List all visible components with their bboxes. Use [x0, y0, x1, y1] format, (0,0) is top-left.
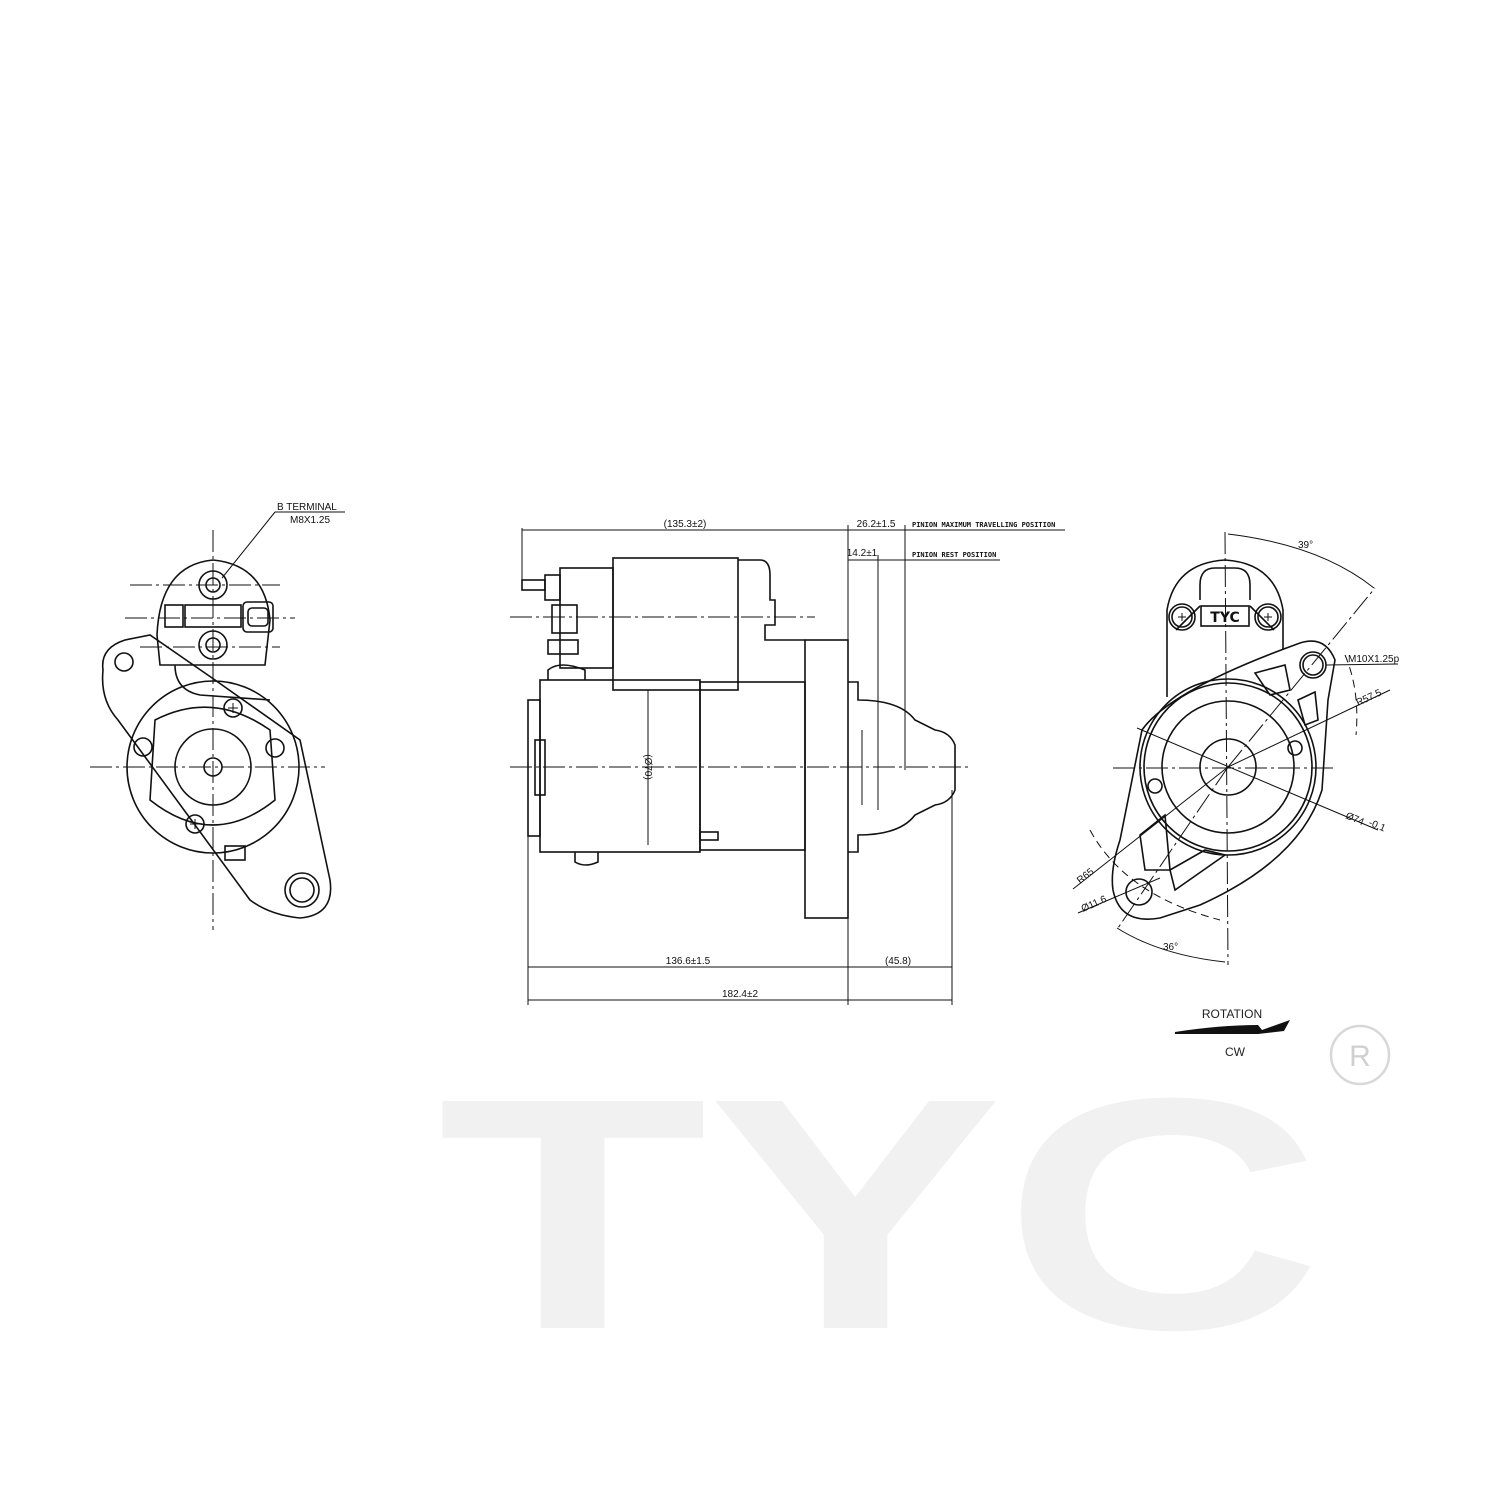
tyc-watermark: TYC R [438, 1024, 1391, 1398]
hole-diameter-label: Ø11.6 [1080, 894, 1109, 915]
m8-thread-label: M8X1.25 [290, 515, 330, 526]
pinion-rest-label: PINION REST POSITION [912, 551, 996, 559]
pilot-diameter-label: Ø74 [1344, 811, 1366, 829]
angle-bottom-label: 36° [1163, 942, 1178, 953]
rotation-indicator: ROTATION CW [1175, 1007, 1290, 1059]
dim-overall-length: 182.4±2 [722, 989, 759, 1000]
body-diameter-dim: (Ø70) [642, 754, 653, 780]
dim-nose-length: (45.8) [885, 956, 911, 967]
dim-pinion-max: 26.2±1.5 [857, 519, 896, 530]
dim-body-length: 136.6±1.5 [666, 956, 711, 967]
watermark-brand: TYC [438, 1029, 1323, 1398]
front-view: TYC 39° M10X1.25p R57.5 Ø74 -0 [1072, 531, 1400, 966]
dim-top-overall: (135.3±2) [664, 519, 707, 530]
rotation-label: ROTATION [1202, 1007, 1262, 1021]
radius-bolt-label: R57.5 [1355, 687, 1384, 708]
pinion-max-label: PINION MAXIMUM TRAVELLING POSITION [912, 521, 1055, 529]
side-view: (Ø70) (135.3±2) 26.2±1.5 PINION MAXIMUM … [510, 519, 1065, 1005]
b-terminal-label: B TERMINAL [277, 502, 337, 513]
rotation-arrow-icon [1175, 1020, 1290, 1034]
registered-letter: R [1349, 1040, 1371, 1073]
nameplate-logo: TYC [1210, 610, 1239, 626]
dim-pinion-rest: 14.2±1 [847, 548, 878, 559]
pilot-tolerance-label: -0.1 [1367, 818, 1388, 835]
rear-view: B TERMINAL M8X1.25 [90, 502, 345, 930]
bolt-thread-label: M10X1.25p [1348, 654, 1400, 665]
angle-top-label: 39° [1298, 540, 1313, 551]
registered-mark-icon [1329, 1024, 1391, 1086]
rotation-direction: CW [1225, 1045, 1246, 1059]
radius-hole-label: R65 [1075, 866, 1097, 886]
